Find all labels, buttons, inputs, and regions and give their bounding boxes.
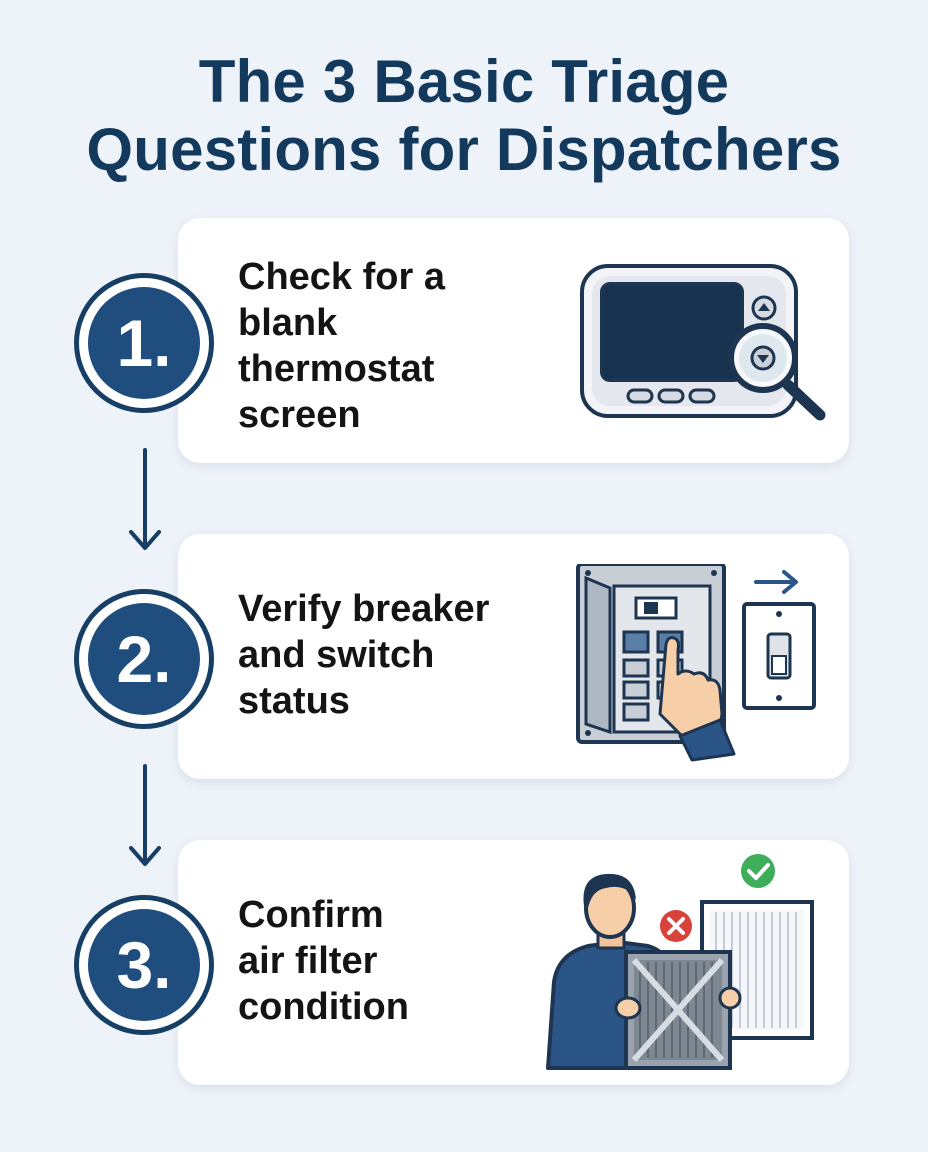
page-title: The 3 Basic Triage Questions for Dispatc… bbox=[0, 48, 928, 184]
step-1-line: Check for a bbox=[238, 256, 445, 298]
step-1-text: Check for a blank thermostat screen bbox=[238, 254, 558, 438]
title-line-2: Questions for Dispatchers bbox=[86, 116, 842, 183]
step-3-line: air filter bbox=[238, 940, 378, 982]
step-number-badge-2: 2. bbox=[74, 589, 214, 729]
title-line-1: The 3 Basic Triage bbox=[198, 48, 730, 115]
step-2-line: status bbox=[238, 680, 350, 722]
step-number-2: 2. bbox=[88, 603, 200, 715]
step-3-text: Confirm air filter condition bbox=[238, 892, 558, 1030]
step-card-2: Verify breaker and switch status bbox=[178, 534, 849, 779]
step-card-3: Confirm air filter condition bbox=[178, 840, 849, 1085]
down-arrow-icon bbox=[129, 764, 161, 866]
step-2-text: Verify breaker and switch status bbox=[238, 586, 558, 724]
step-card-1: Check for a blank thermostat screen bbox=[178, 218, 849, 463]
step-1-line: blank bbox=[238, 302, 338, 344]
step-3-line: Confirm bbox=[238, 894, 384, 936]
step-1-line: screen bbox=[238, 394, 361, 436]
down-arrow-icon bbox=[129, 448, 161, 550]
step-1-line: thermostat bbox=[238, 348, 435, 390]
step-number-badge-1: 1. bbox=[74, 273, 214, 413]
step-number-1: 1. bbox=[88, 287, 200, 399]
step-2-line: and switch bbox=[238, 634, 435, 676]
step-number-3: 3. bbox=[88, 909, 200, 1021]
air-filter-person-icon bbox=[546, 854, 814, 1070]
step-3-line: condition bbox=[238, 986, 409, 1028]
thermostat-magnifier-icon bbox=[580, 264, 826, 421]
breaker-panel-switch-icon bbox=[576, 564, 816, 762]
step-2-line: Verify breaker bbox=[238, 588, 490, 630]
step-number-badge-3: 3. bbox=[74, 895, 214, 1035]
